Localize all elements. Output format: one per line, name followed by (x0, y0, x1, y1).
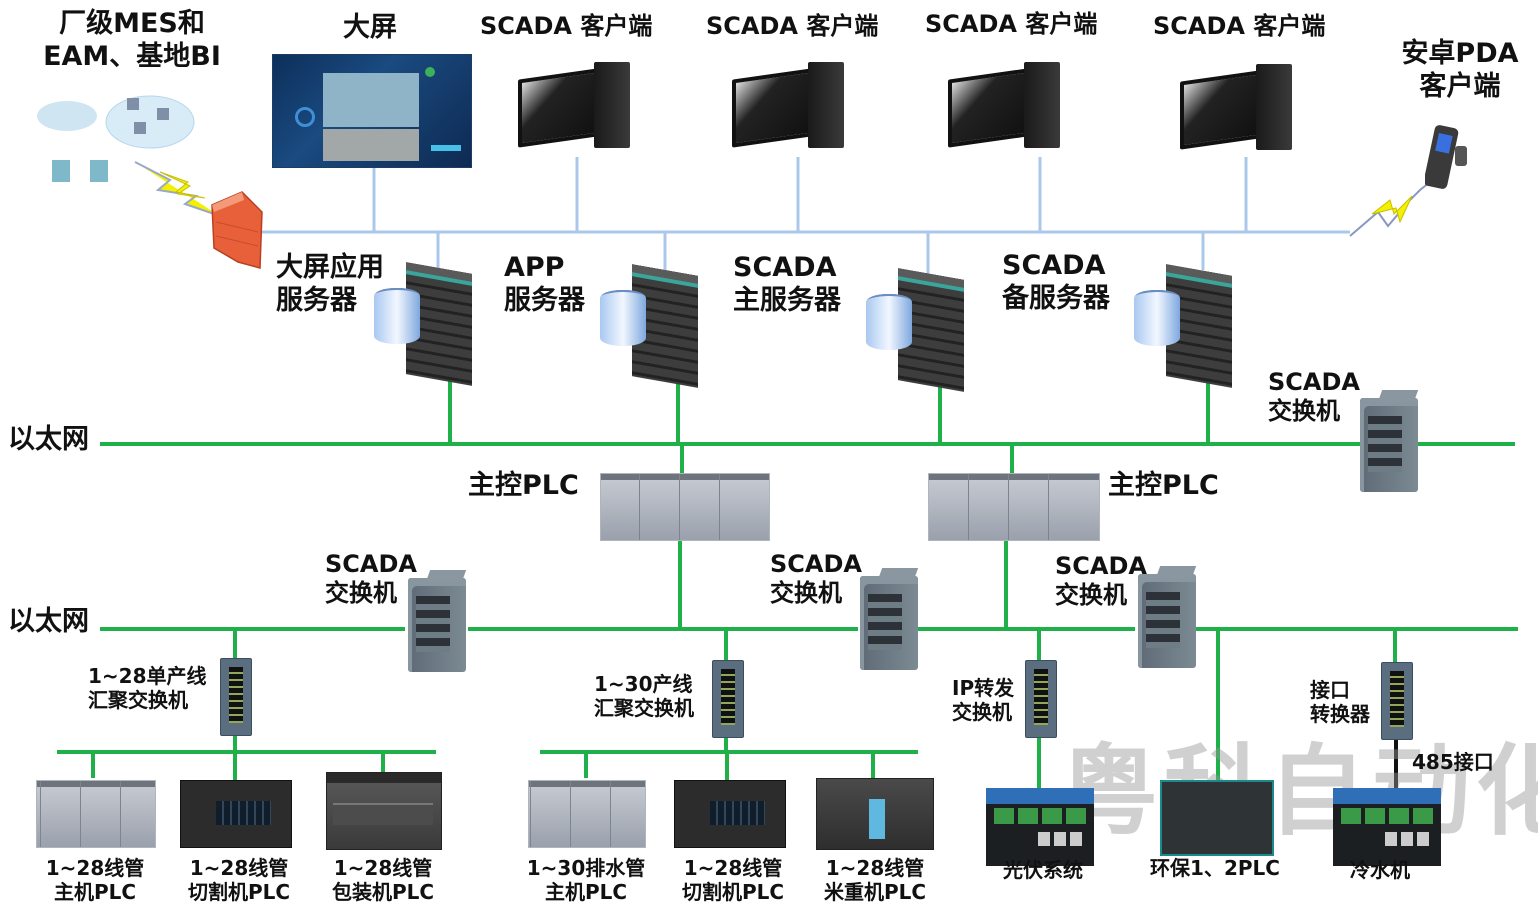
industrial-switch-icon (408, 578, 466, 672)
mes-label: 厂级MES和 EAM、基地BI (43, 8, 221, 72)
server-2-label: APP 服务器 (504, 252, 585, 316)
field-device-label: 1~28线管 切割机PLC (681, 856, 785, 905)
server-3-label: SCADA 主服务器 (733, 252, 841, 316)
field-device-label: 环保1、2PLC (1150, 856, 1280, 880)
ethernet-upper-label: 以太网 (8, 424, 89, 455)
siemens-plc-icon (36, 780, 156, 848)
desktop-pc-icon (1170, 62, 1300, 158)
field-bus-2 (540, 732, 918, 780)
dark-plc-icon (180, 780, 292, 848)
ethernet-lower (100, 540, 1518, 782)
top-network (250, 157, 1350, 275)
scada-switch-left-label: SCADA 交换机 (325, 550, 417, 608)
ip-switch-label: IP转发 交换机 (952, 676, 1015, 725)
desktop-pc-icon (722, 60, 852, 156)
wireless-bolt-pda-fill (1371, 195, 1413, 224)
ethernet-upper (100, 380, 1515, 474)
server-tower-icon (1134, 268, 1234, 384)
watermark: 粤科自动化 (1060, 735, 1538, 849)
server-tower-icon (600, 268, 700, 384)
ethernet-lower-label: 以太网 (8, 606, 89, 637)
rs485-label: 485接口 (1412, 750, 1494, 774)
main-plc-1-icon (600, 473, 770, 541)
env-plc-panel-icon (1160, 780, 1274, 856)
omron-plc-icon (326, 772, 442, 850)
din-switch-icon (220, 658, 252, 736)
aggregation-switch-2-label: 1~30产线 汇聚交换机 (594, 672, 694, 721)
pda-device-icon (1423, 122, 1477, 192)
converter-label: 接口 转换器 (1310, 678, 1370, 727)
scada-switch-top-label: SCADA 交换机 (1268, 368, 1360, 426)
siemens-plc-icon (528, 780, 646, 848)
server-tower-icon (866, 272, 966, 388)
scada-client-2-label: SCADA 客户端 (706, 12, 879, 40)
compact-plc-icon (816, 778, 934, 850)
industrial-switch-icon (1138, 574, 1196, 668)
field-device-label: 1~28线管 米重机PLC (823, 856, 927, 905)
big-screen-display-icon (272, 54, 472, 168)
gateway-module-icon (1333, 788, 1441, 866)
din-converter-icon (1381, 662, 1413, 740)
industrial-switch-icon (860, 576, 918, 670)
field-device-label: 冷水机 (1350, 858, 1410, 882)
scada-switch-middle-label: SCADA 交换机 (770, 550, 862, 608)
scada-switch-right-label: SCADA 交换机 (1055, 552, 1147, 610)
field-device-label: 1~28线管 主机PLC (45, 856, 145, 905)
scada-client-3-label: SCADA 客户端 (925, 10, 1098, 38)
gateway-module-icon (986, 788, 1094, 866)
wireless-bolt-mes (134, 161, 221, 217)
main-plc-2-icon (928, 473, 1100, 541)
industrial-switch-icon (1360, 398, 1418, 492)
firewall-icon (211, 191, 263, 269)
main-plc-1-label: 主控PLC (468, 470, 579, 501)
cloud-network-icon (22, 86, 197, 186)
desktop-pc-icon (508, 60, 638, 156)
server-4-label: SCADA 备服务器 (1002, 250, 1110, 314)
scada-client-4-label: SCADA 客户端 (1153, 12, 1326, 40)
din-switch-icon (1025, 660, 1057, 738)
wireless-bolt-mes-fill (159, 171, 206, 199)
aggregation-switch-1-label: 1~28单产线 汇聚交换机 (88, 664, 207, 713)
main-plc-2-label: 主控PLC (1108, 470, 1219, 501)
pda-label: 安卓PDA 客户端 (1401, 38, 1519, 102)
field-device-label: 1~28线管 包装机PLC (331, 856, 435, 905)
dark-plc-icon (674, 780, 786, 848)
scada-client-1-label: SCADA 客户端 (480, 12, 653, 40)
field-device-label: 光伏系统 (1003, 858, 1083, 882)
field-device-label: 1~28线管 切割机PLC (187, 856, 291, 905)
field-device-label: 1~30排水管 主机PLC (526, 856, 646, 905)
server-1-label: 大屏应用 服务器 (276, 252, 384, 316)
server-tower-icon (374, 266, 474, 382)
big-screen-label: 大屏 (343, 12, 397, 43)
desktop-pc-icon (938, 60, 1068, 156)
din-switch-icon (712, 660, 744, 738)
